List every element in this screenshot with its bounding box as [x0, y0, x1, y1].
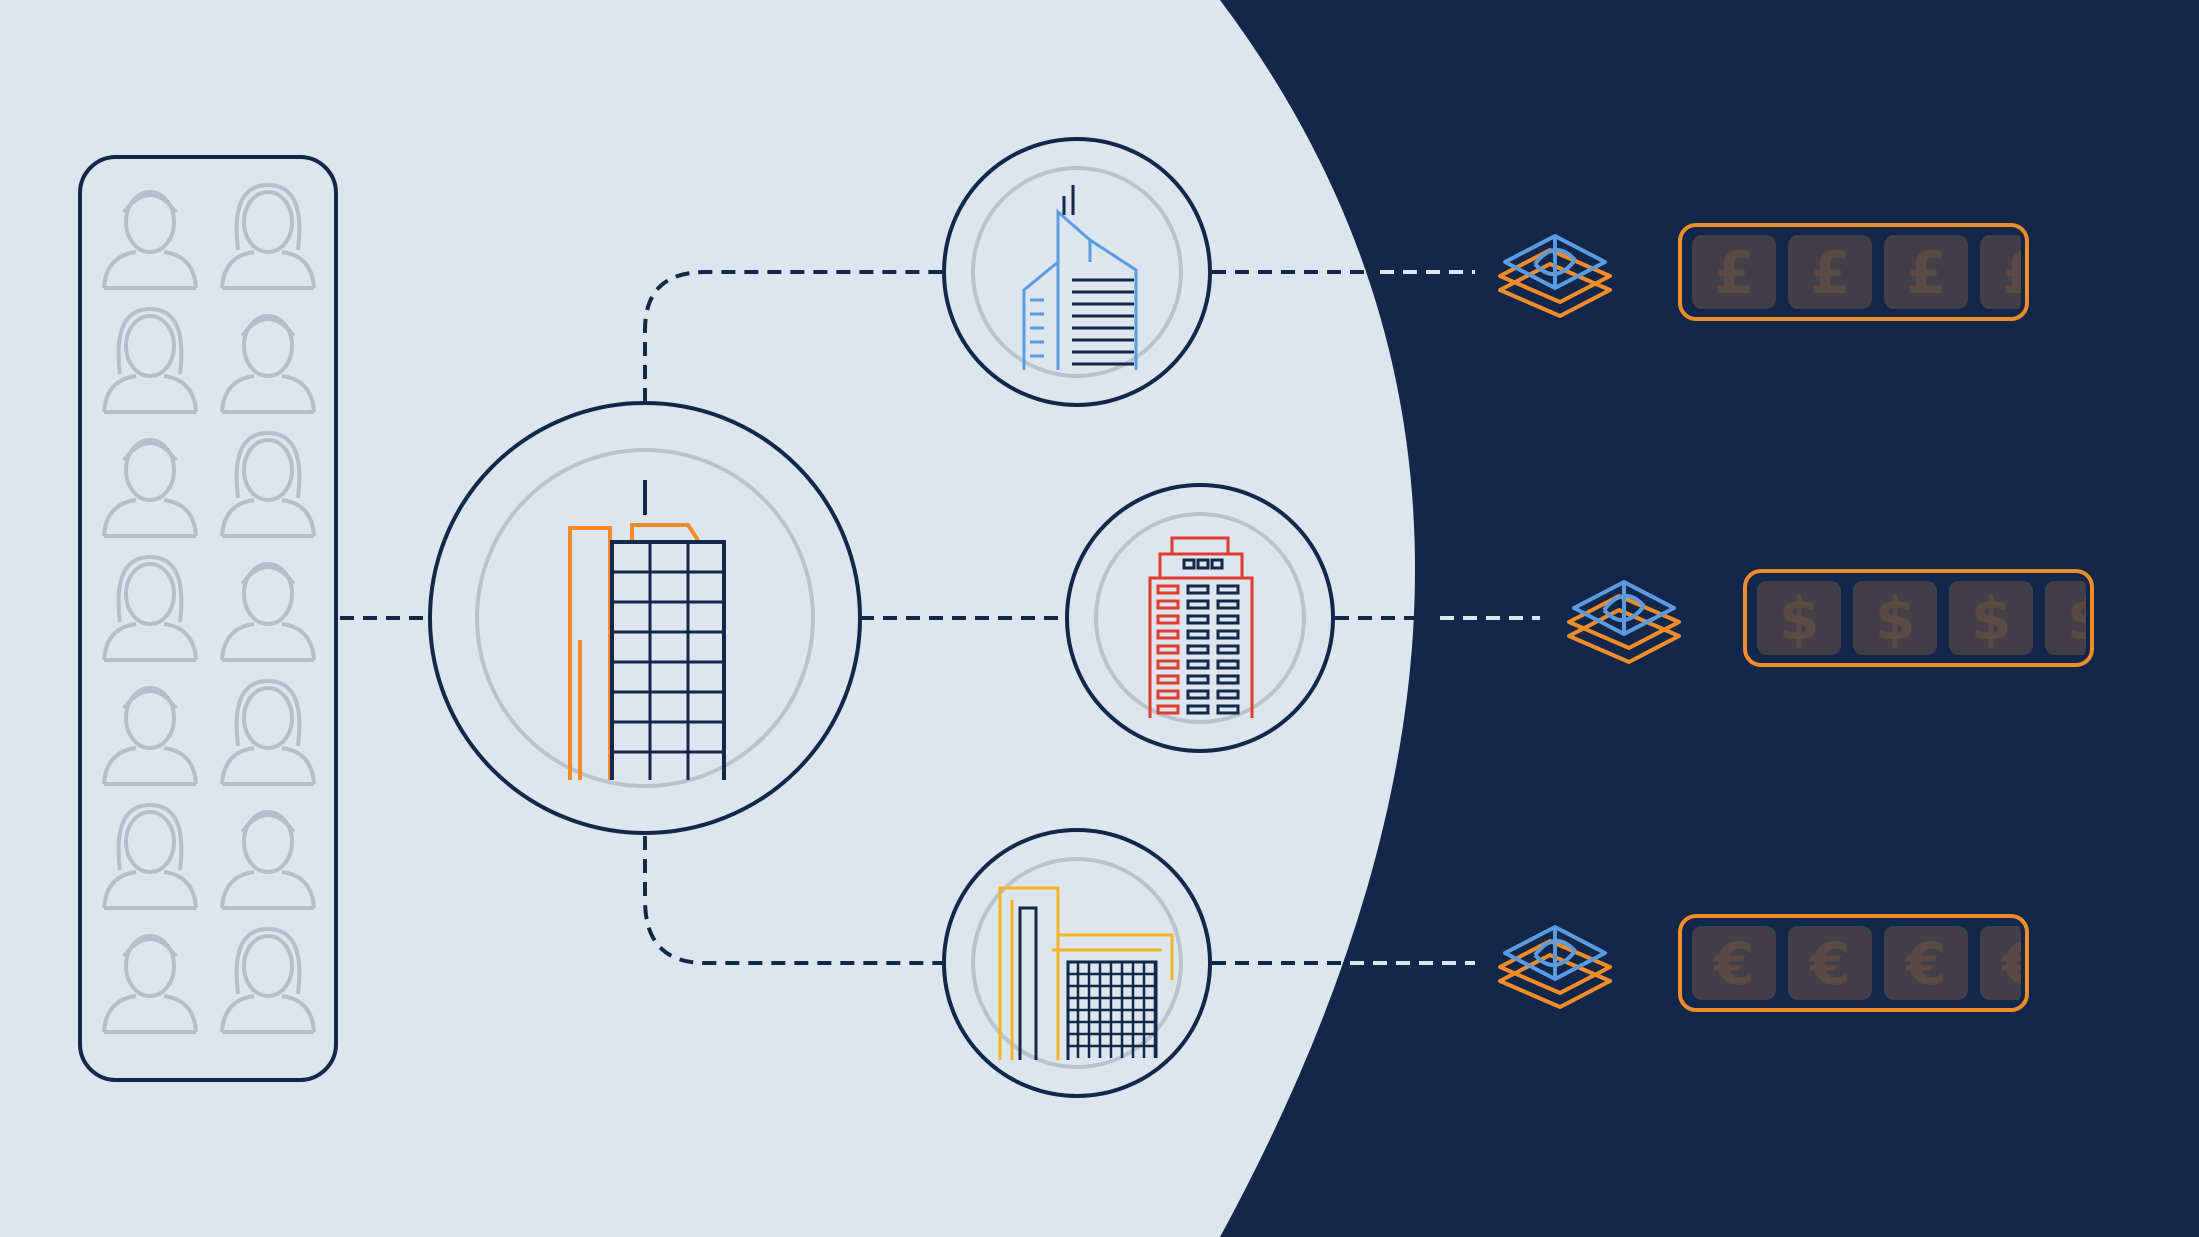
- subsidiary-node-bottom: [942, 828, 1212, 1098]
- currency-tile: [1757, 581, 1841, 655]
- user-icon: [102, 190, 198, 290]
- user-icon: [102, 554, 198, 662]
- headquarters-node: [428, 401, 862, 835]
- currency-symbol: €: [1904, 930, 1946, 998]
- connectors-to-money: [1212, 270, 1540, 965]
- user-icon: [102, 934, 198, 1034]
- currency-bar-frame: [1678, 914, 2029, 1012]
- currency-symbol: £: [1810, 239, 1850, 307]
- skyscraper-icon: [1022, 185, 1138, 370]
- currency-bars: £ £ £ £ $ $ $ $ € € € €: [1678, 223, 2107, 1012]
- user-icon: [220, 314, 316, 414]
- user-icon: [102, 306, 198, 414]
- subsidiary-node-top: [942, 137, 1212, 407]
- factory-building-icon: [998, 886, 1174, 1060]
- user-icon: [102, 686, 198, 786]
- office-tower-icon: [568, 480, 726, 780]
- connector-hq-to-top: [643, 270, 942, 402]
- currency-symbol: $: [1971, 585, 2011, 653]
- user-icon: [220, 182, 316, 290]
- currency-tile: [1884, 235, 1968, 309]
- currency-symbol: £: [1906, 239, 1946, 307]
- currency-bar-frame: [1743, 569, 2094, 667]
- money-icons: [1498, 234, 1681, 1009]
- currency-tile: [1788, 235, 1872, 309]
- currency-symbol: €: [1712, 930, 1754, 998]
- currency-symbol: €: [1808, 930, 1850, 998]
- user-icon: [220, 926, 316, 1034]
- currency-bar-frame: [1678, 223, 2029, 321]
- currency-symbol: £: [2002, 239, 2042, 307]
- user-icon: [102, 802, 198, 910]
- connectors: [340, 270, 1068, 965]
- currency-tile: [1692, 235, 1776, 309]
- currency-tile: [1884, 926, 1968, 1000]
- currency-tile: [1949, 581, 2033, 655]
- connector-hq-to-bottom: [643, 836, 942, 965]
- subsidiary-node-middle: [1065, 483, 1335, 753]
- currency-tile: [1692, 926, 1776, 1000]
- currency-tile: [1853, 581, 1937, 655]
- currency-symbol: €: [2000, 930, 2042, 998]
- cash-stack-icon: [1498, 234, 1612, 318]
- user-icon: [102, 438, 198, 538]
- cash-stack-icon: [1567, 580, 1681, 664]
- currency-tile: [1788, 926, 1872, 1000]
- cash-stack-icon: [1498, 925, 1612, 1009]
- user-icon: [220, 810, 316, 910]
- currency-bar: £ £ £ £: [1678, 223, 2042, 321]
- hotel-tower-icon: [1148, 536, 1254, 718]
- currency-symbol: $: [1779, 585, 1819, 653]
- user-icon: [220, 678, 316, 786]
- currency-tile: [2045, 581, 2086, 655]
- user-icon: [220, 562, 316, 662]
- currency-bar: $ $ $ $: [1743, 569, 2107, 667]
- currency-symbol: £: [1714, 239, 1754, 307]
- people-grid: [102, 182, 316, 1034]
- currency-symbol: $: [1875, 585, 1915, 653]
- user-icon: [220, 430, 316, 538]
- currency-tile: [1980, 926, 2021, 1000]
- currency-bar: € € € €: [1678, 914, 2042, 1012]
- currency-tile: [1980, 235, 2021, 309]
- people-panel: [78, 155, 338, 1082]
- currency-symbol: $: [2067, 585, 2107, 653]
